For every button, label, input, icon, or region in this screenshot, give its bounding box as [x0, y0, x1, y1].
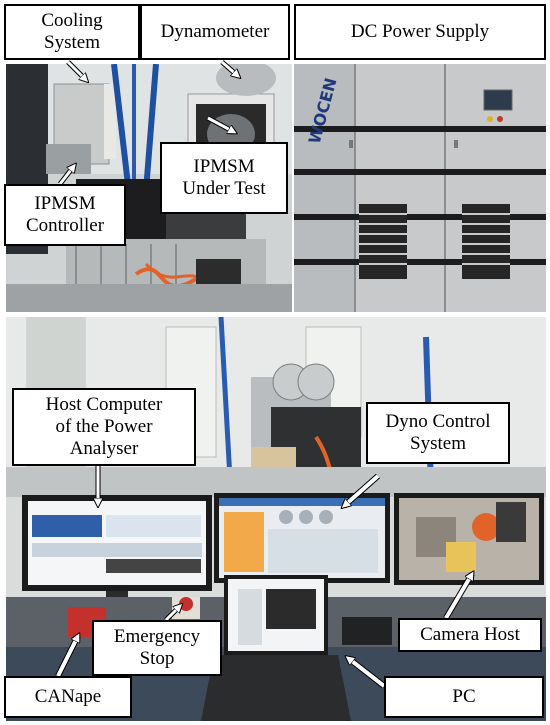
control-bench-photo — [6, 317, 546, 721]
dynamometer-label: Dynamometer — [140, 4, 290, 60]
dc-power-supply-photo: WOCEN — [294, 64, 546, 312]
pc-label: PC — [384, 676, 544, 718]
canape-label: CANape — [4, 676, 132, 718]
cooling-system-label: Cooling System — [4, 4, 140, 60]
emergency-stop-label: Emergency Stop — [92, 620, 222, 676]
host-computer-label: Host Computer of the Power Analyser — [12, 388, 196, 466]
dc-power-supply-label: DC Power Supply — [294, 4, 546, 60]
camera-host-label: Camera Host — [398, 618, 542, 652]
dyno-control-system-label: Dyno Control System — [366, 402, 510, 464]
ipmsm-controller-label: IPMSM Controller — [4, 184, 126, 246]
ipmsm-under-test-label: IPMSM Under Test — [160, 142, 288, 214]
